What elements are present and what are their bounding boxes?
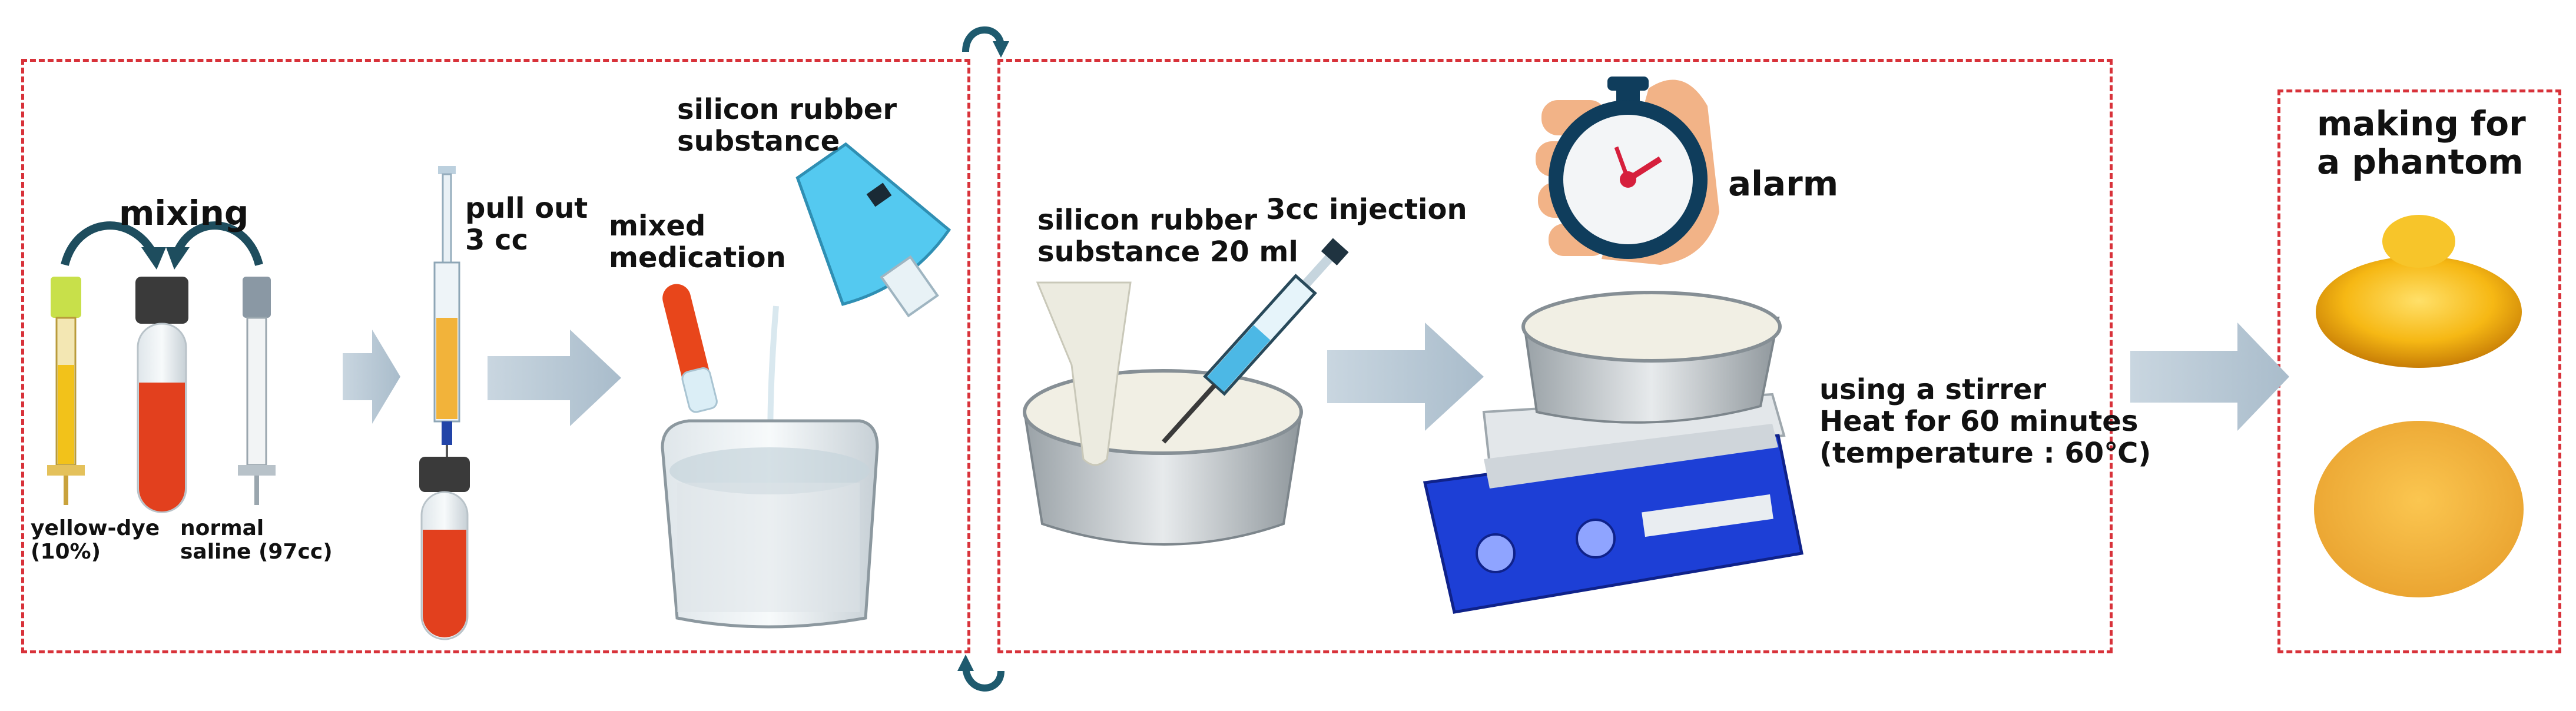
label-yellow-dye: yellow-dye (10%) (31, 516, 160, 564)
label-alarm: alarm (1728, 164, 1839, 204)
hot-plate-stirrer-icon (1423, 393, 1803, 614)
stopwatch-icon (1549, 77, 1708, 259)
syringe-icon (1162, 238, 1349, 444)
blood-tube-icon (419, 457, 470, 640)
syringe-icon (47, 277, 85, 505)
curved-arrow-icon (61, 221, 166, 270)
curved-arrow-icon (957, 654, 1004, 692)
label-mixed-medication: mixed medication (609, 210, 786, 274)
label-silicon-rubber-20ml: silicon rubber substance 20 ml (1037, 204, 1298, 268)
flow-arrow-icon (343, 330, 400, 424)
curved-arrow-icon (962, 26, 1009, 58)
beaker-icon (661, 419, 879, 629)
label-mixing: mixing (119, 193, 249, 233)
dropper-icon (662, 284, 718, 413)
syringe-icon (238, 277, 276, 505)
stage-box-mixing (21, 59, 970, 653)
label-stirrer-note: using a stirrer Heat for 60 minutes (tem… (1819, 373, 2151, 470)
phantom-sample-icon (2316, 215, 2522, 368)
flow-arrow-icon (2130, 323, 2289, 431)
foil-dish-icon (1521, 291, 1782, 424)
label-silicon-rubber-substance: silicon rubber substance (677, 93, 897, 158)
stage-box-heating (997, 59, 2113, 653)
blood-tube-icon (135, 277, 188, 513)
foil-dish-icon (1023, 369, 1303, 546)
label-3cc-injection: 3cc injection (1266, 193, 1467, 226)
label-making-phantom: making for a phantom (2317, 104, 2526, 182)
label-normal-saline: normal saline (97cc) (180, 516, 333, 564)
phantom-sample-icon (2314, 421, 2524, 597)
curved-arrow-icon (166, 221, 263, 270)
flask-icon (795, 142, 952, 318)
flow-arrow-icon (1327, 323, 1484, 431)
label-pull-out: pull out 3 cc (465, 192, 588, 257)
syringe-icon (433, 166, 460, 463)
flow-arrow-icon (488, 330, 621, 426)
pour-stream (1036, 281, 1132, 466)
